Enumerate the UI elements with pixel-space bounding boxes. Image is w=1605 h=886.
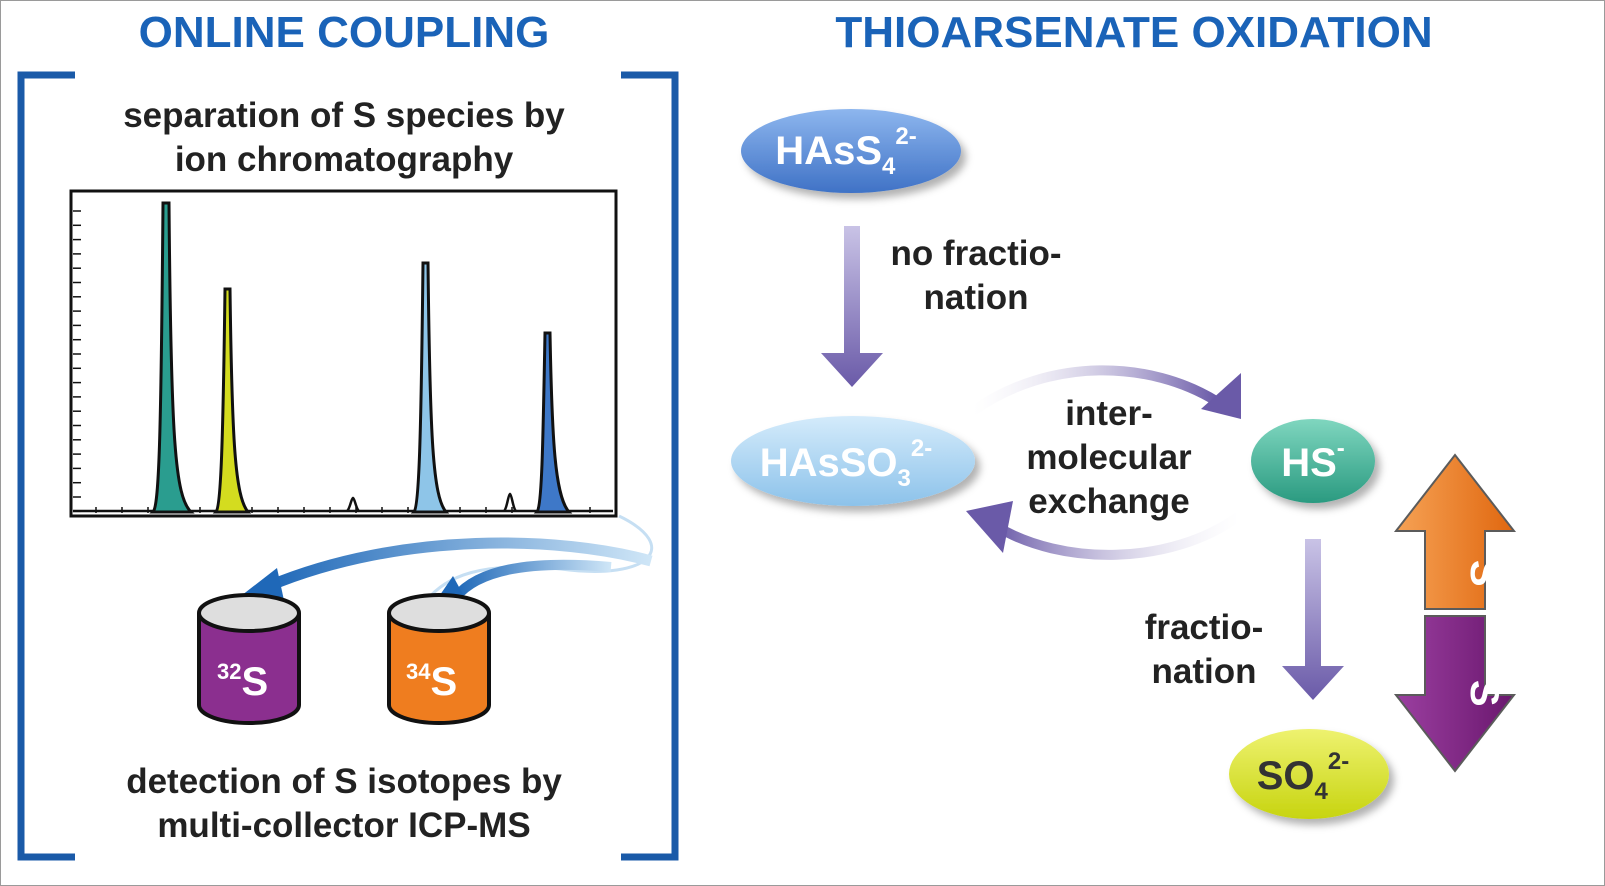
arrow-32s-shape [1393, 615, 1517, 773]
right-bracket [621, 71, 679, 861]
chromatogram-minor-peak-1 [346, 496, 360, 513]
arrow-34s-up: 34S [1393, 453, 1517, 610]
cup-34s-label: 34S [406, 659, 457, 704]
arrow-32s-label: 32S [1462, 655, 1507, 706]
arrow-exchange-forward-head [1201, 373, 1241, 419]
arrow-exchange-back-head [966, 501, 1013, 553]
chromatogram-peak-4 [533, 331, 573, 514]
species-so4-label: SO42- [1257, 748, 1350, 805]
arrow-exchange-forward [970, 365, 1219, 416]
species-hs-label: HS- [1281, 435, 1345, 485]
flow-arrow-32 [266, 537, 653, 592]
fractionation-line2: nation [1152, 652, 1257, 691]
chromatogram-peak-2 [212, 287, 252, 514]
cup-34s-body [387, 613, 491, 725]
left-panel-title: ONLINE COUPLING [139, 8, 550, 57]
left-bracket [17, 71, 75, 861]
species-hs-ellipse [1251, 419, 1375, 503]
cup-34s: 34S [387, 593, 491, 725]
species-so4: SO42- [1229, 729, 1389, 819]
arrow-32s-down: 32S [1393, 615, 1517, 773]
species-hasso3: HAsSO32- [731, 416, 975, 506]
chromatogram-peak-1 [149, 201, 195, 514]
species-so4-ellipse [1229, 729, 1389, 819]
flow-arrow-34 [452, 559, 612, 601]
arrow-fractionation [1282, 539, 1344, 700]
species-hass4: HAsS42- [741, 109, 961, 193]
exchange-line1: inter- [1065, 394, 1153, 433]
arrow-34s-shape [1393, 453, 1517, 610]
chromatogram [69, 189, 618, 518]
arrow-34s-label: 34S [1462, 535, 1507, 586]
cup-32s: 32S [197, 593, 301, 725]
separation-text-line2: ion chromatography [175, 140, 514, 179]
cup-32s-body [197, 613, 301, 725]
arrow-exchange-back [993, 511, 1242, 560]
fractionation-line1: fractio- [1145, 608, 1264, 647]
detection-text-line2: multi-collector ICP-MS [157, 806, 530, 845]
no-fractionation-line2: nation [924, 278, 1029, 317]
chromatogram-peak-3 [410, 261, 450, 514]
exchange-line2: molecular [1026, 438, 1192, 477]
chromatogram-minor-peak-2 [503, 492, 517, 513]
exchange-line3: exchange [1028, 482, 1189, 521]
species-hass4-label: HAsS42- [775, 123, 916, 180]
species-hass4-ellipse [741, 109, 961, 193]
species-hs: HS- [1251, 419, 1375, 503]
cup-32s-label: 32S [217, 659, 268, 704]
species-hasso3-ellipse [731, 416, 975, 506]
separation-text-line1: separation of S species by [123, 96, 565, 135]
right-panel-title: THIOARSENATE OXIDATION [835, 8, 1432, 57]
cup-32s-rim [197, 593, 301, 633]
species-hasso3-label: HAsSO32- [760, 435, 933, 492]
cup-34s-rim [387, 593, 491, 633]
arrow-no-fractionation [821, 226, 883, 387]
no-fractionation-line1: no fractio- [890, 234, 1061, 273]
chromatogram-frame [69, 189, 618, 518]
detection-text-line1: detection of S isotopes by [126, 762, 562, 801]
